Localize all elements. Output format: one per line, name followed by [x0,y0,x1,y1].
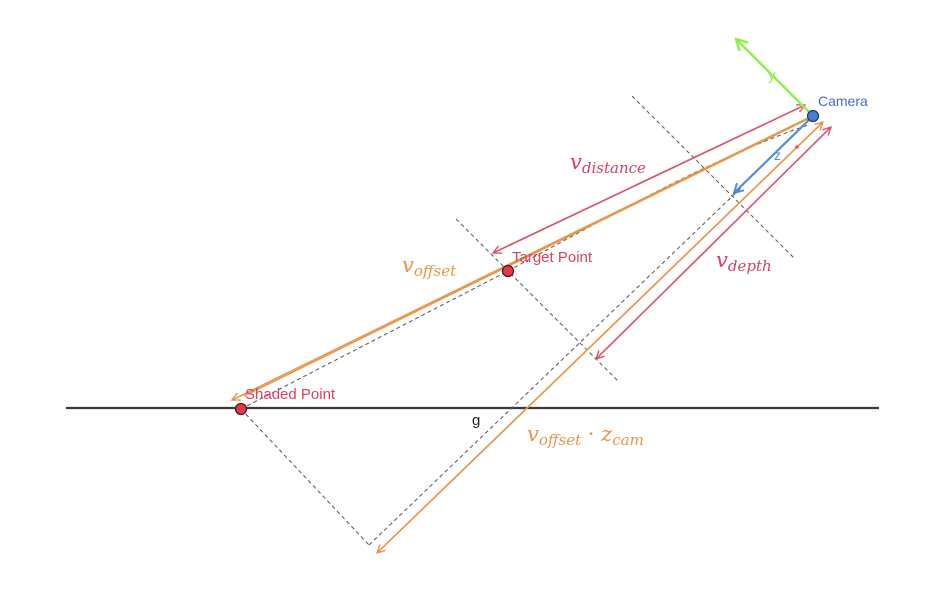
axis-y-label: y [768,67,776,84]
dashed-shaded-to-target [240,270,509,410]
camera-z-axis-arrow [734,117,812,193]
shaded-point-label: Shaded Point [245,386,336,403]
v-depth-arrow-head [595,127,831,360]
v-offset-arrow [232,116,811,400]
dashed-long-diagonal [368,186,743,546]
v-offset-label: voffset [402,253,457,280]
camera-point [806,109,820,123]
dashed-construction-lines [240,95,809,546]
dashed-camera-plane [631,95,796,260]
v-depth-label: vdepth [716,248,772,275]
target-point-label: Target Point [512,249,593,266]
v-offset-arrow-return [243,117,811,397]
camera-y-axis-arrow [736,39,812,115]
target-point [501,264,515,278]
v-distance-label: vdistance [570,150,646,177]
dashed-shaded-drop [240,408,370,546]
ground-label: g [472,412,480,429]
camera-label: Camera [818,93,868,109]
axis-z-label: z [774,147,781,163]
shaded-point [234,402,248,416]
camera-marker-dot [795,145,799,149]
dashed-curve-target-camera [507,124,809,272]
dashed-target-plane [455,218,620,383]
v-offset-zcam-arrow-head [376,122,823,554]
v-distance-arrow-head [492,105,805,254]
v-offset-zcam-label: voffset · zcam [527,422,644,449]
